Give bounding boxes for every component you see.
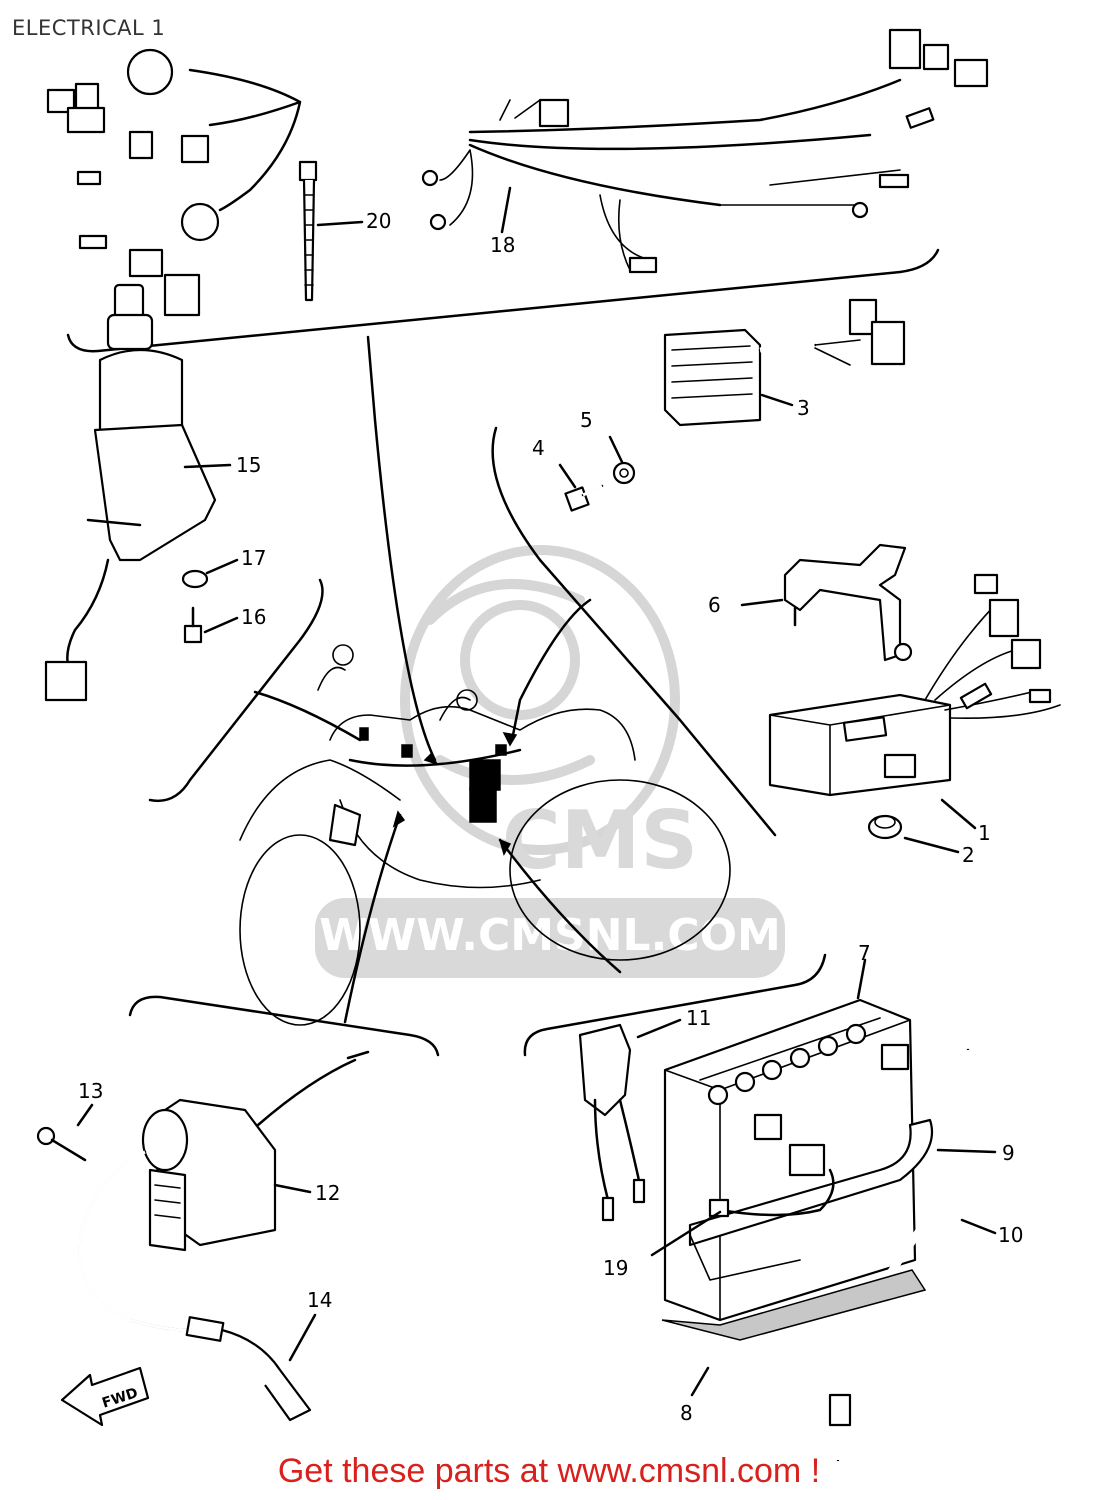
footer-link-banner[interactable]: Get these parts at www.cmsnl.com ! xyxy=(277,1452,821,1490)
callout-8: 8 xyxy=(680,1401,693,1425)
callout-11: 11 xyxy=(686,1006,711,1030)
ignition-bracket xyxy=(148,578,324,803)
callout-17: 17 xyxy=(241,546,266,570)
coil-leader-line xyxy=(343,813,402,1024)
callout-7: 7 xyxy=(858,941,871,965)
cdi-bracket xyxy=(783,543,913,662)
callout-12: 12 xyxy=(315,1181,340,1205)
callout-14: 14 xyxy=(307,1288,332,1312)
battery-sheet xyxy=(661,1269,927,1341)
ignition-coil xyxy=(78,1050,370,1332)
callout-3: 3 xyxy=(797,396,810,420)
callout-19: 19 xyxy=(603,1256,628,1280)
callout-2: 2 xyxy=(962,843,975,867)
callout-18: 18 xyxy=(490,233,515,257)
fuse-holder xyxy=(578,1023,646,1222)
watermark-url-text: WWW.CMSNL.COM xyxy=(319,910,781,961)
grommet xyxy=(867,814,903,840)
motorcycle-outline xyxy=(239,644,731,1026)
cdi-unit xyxy=(768,573,1061,797)
callout-16: 16 xyxy=(241,605,266,629)
callout-6: 6 xyxy=(708,593,721,617)
cable-tie xyxy=(298,160,318,302)
harness-connector-top-right xyxy=(888,28,922,70)
callout-13: 13 xyxy=(78,1079,103,1103)
page-title: ELECTRICAL 1 xyxy=(12,16,166,40)
callout-10: 10 xyxy=(998,1223,1023,1247)
harness-connector-bottom xyxy=(163,273,201,317)
main-switch xyxy=(44,283,217,702)
rectifier-regulator xyxy=(663,298,906,427)
group-brackets xyxy=(66,248,940,1057)
switch-nut xyxy=(181,569,209,589)
switch-screw xyxy=(183,606,203,644)
spark-plug-cap xyxy=(185,1316,312,1422)
callout-leaders xyxy=(76,186,997,1397)
fwd-arrow: FWD xyxy=(60,1366,150,1427)
battery-bracket xyxy=(523,953,827,1057)
wire-harness xyxy=(46,28,989,317)
callout-labels: 1 2 3 4 5 6 7 8 9 10 11 12 13 14 15 16 1… xyxy=(78,209,1023,1425)
battery xyxy=(663,998,917,1322)
main-switch-connector xyxy=(44,660,88,702)
battery-breather-pipe xyxy=(828,1048,973,1462)
watermark-url-bar xyxy=(315,898,785,978)
nut xyxy=(612,461,636,485)
callout-5: 5 xyxy=(580,408,593,432)
callout-20: 20 xyxy=(366,209,391,233)
callout-4: 4 xyxy=(532,436,545,460)
watermark-logo: WWW.CMSNL.COM CMS xyxy=(315,545,785,978)
coil-screw xyxy=(36,1126,87,1162)
coil-bracket xyxy=(128,995,440,1057)
watermark-logo-text: CMS xyxy=(502,794,698,887)
bolt xyxy=(564,484,604,512)
battery-lead xyxy=(708,1168,835,1218)
harness-leader-line xyxy=(366,335,437,762)
callout-9: 9 xyxy=(1002,1141,1015,1165)
callout-1: 1 xyxy=(978,821,991,845)
harness-bracket xyxy=(66,248,940,353)
harness-connector-left xyxy=(46,88,76,114)
callout-15: 15 xyxy=(236,453,261,477)
regulator-bracket xyxy=(491,426,777,837)
